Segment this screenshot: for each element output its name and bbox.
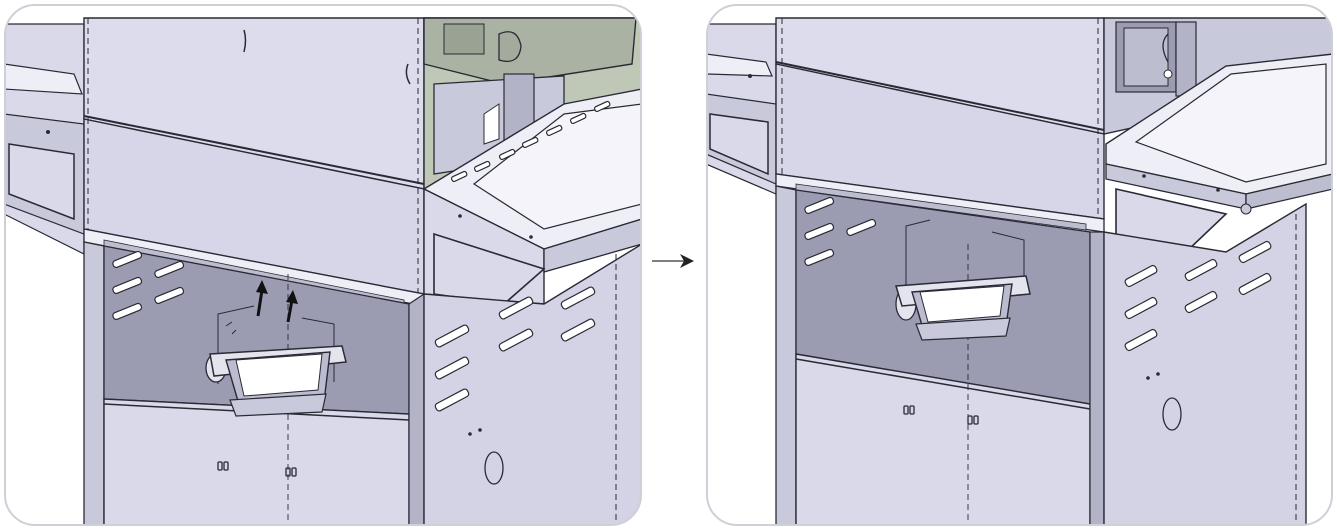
hood-firebox (423, 17, 641, 191)
upward-arrow-icon (286, 290, 298, 323)
panel-frame (4, 4, 642, 526)
transition-arrow (652, 254, 694, 268)
right-side-shelf (1105, 53, 1332, 253)
cart-cabinet (83, 241, 410, 525)
upward-arrow-icon (256, 280, 268, 317)
arrow-right-icon (680, 254, 694, 268)
installation-step-before (4, 4, 642, 526)
grill-body (775, 17, 1105, 220)
cart-illustration-after (707, 5, 1332, 525)
grease-cup-assembly (205, 280, 347, 417)
cart-illustration-before (5, 5, 641, 525)
left-side-shelf (707, 23, 777, 195)
cart-cabinet (775, 185, 1091, 525)
drip-rail (775, 173, 1105, 233)
right-side-shelf (422, 88, 641, 305)
installation-step-after (706, 4, 1333, 526)
left-side-shelf (5, 23, 85, 255)
cart-side-panel (1089, 202, 1307, 525)
panel-frame (706, 4, 1333, 526)
cart-side-panel (408, 242, 641, 525)
grease-cup-assembly (895, 219, 1031, 341)
grill-body (83, 17, 425, 295)
